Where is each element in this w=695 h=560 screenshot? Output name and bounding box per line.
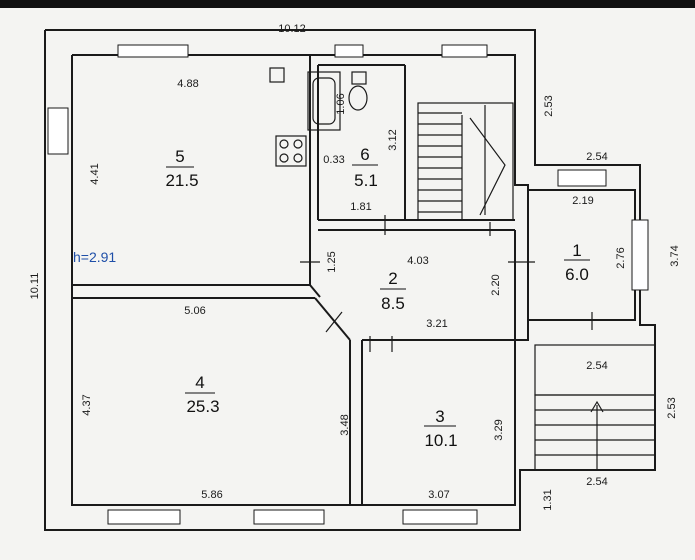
dim-porch-height: 1.31 bbox=[542, 489, 554, 510]
dim-bath-2: 0.33 bbox=[323, 154, 344, 166]
dim-room1-outer-height: 3.74 bbox=[669, 245, 681, 266]
dim-room4-width: 5.06 bbox=[184, 305, 205, 317]
room-3-area: 10.1 bbox=[424, 431, 457, 450]
dim-room5-width: 4.88 bbox=[177, 78, 198, 90]
dim-room1-inner-width: 2.19 bbox=[572, 195, 593, 207]
room-labels: 5 21.5 6 5.1 1 6.0 2 8.5 4 25.3 3 10.1 h… bbox=[73, 145, 590, 450]
dim-room2-top: 4.03 bbox=[407, 255, 428, 267]
dim-room2-right: 2.20 bbox=[490, 274, 502, 295]
dim-porch-bottom: 2.54 bbox=[586, 476, 607, 488]
room-5-number: 5 bbox=[175, 147, 184, 166]
outer-walls bbox=[44, 29, 656, 531]
dim-room3-right: 3.29 bbox=[493, 419, 505, 440]
dim-left-overall: 10.11 bbox=[29, 273, 41, 300]
dim-stair-offset: 2.53 bbox=[543, 95, 555, 116]
ceiling-height-label: h=2.91 bbox=[73, 249, 116, 265]
room-6-area: 5.1 bbox=[354, 171, 378, 190]
dim-porch-right: 2.53 bbox=[666, 397, 678, 418]
room-6-number: 6 bbox=[360, 145, 369, 164]
dim-room2-bottom: 3.21 bbox=[426, 318, 447, 330]
dimension-labels: 10.12 10.11 4.88 4.41 1.06 0.33 3.12 1.8… bbox=[29, 23, 681, 511]
fixtures bbox=[269, 67, 368, 167]
room-1-number: 1 bbox=[572, 241, 581, 260]
dim-room6-height: 3.12 bbox=[387, 129, 399, 150]
dim-bath-1: 1.06 bbox=[335, 93, 347, 114]
room-2-number: 2 bbox=[388, 269, 397, 288]
room-5-area: 21.5 bbox=[165, 171, 198, 190]
dim-room2-h: 1.25 bbox=[326, 251, 338, 272]
porch-stair bbox=[534, 344, 656, 471]
interior-walls bbox=[72, 55, 529, 505]
dim-room5-height: 4.41 bbox=[89, 163, 101, 184]
dim-room4-bottom: 5.86 bbox=[201, 489, 222, 501]
windows bbox=[47, 44, 649, 525]
room-1-area: 6.0 bbox=[565, 265, 589, 284]
room-2-area: 8.5 bbox=[381, 294, 405, 313]
top-border-bar bbox=[0, 0, 695, 8]
dim-room6-width: 1.81 bbox=[350, 201, 371, 213]
interior-stair bbox=[417, 102, 514, 221]
dim-room3-left: 3.48 bbox=[339, 414, 351, 435]
dim-room4-height: 4.37 bbox=[81, 394, 93, 415]
dim-room1-height: 2.76 bbox=[615, 247, 627, 268]
dim-room3-bottom: 3.07 bbox=[428, 489, 449, 501]
room-4-number: 4 bbox=[195, 373, 204, 392]
dim-porch-top: 2.54 bbox=[586, 360, 607, 372]
door-marks bbox=[300, 215, 593, 352]
dim-top-overall: 10.12 bbox=[278, 23, 306, 35]
room-3-number: 3 bbox=[435, 407, 444, 426]
dim-room1-top: 2.54 bbox=[586, 151, 607, 163]
room-4-area: 25.3 bbox=[186, 397, 219, 416]
